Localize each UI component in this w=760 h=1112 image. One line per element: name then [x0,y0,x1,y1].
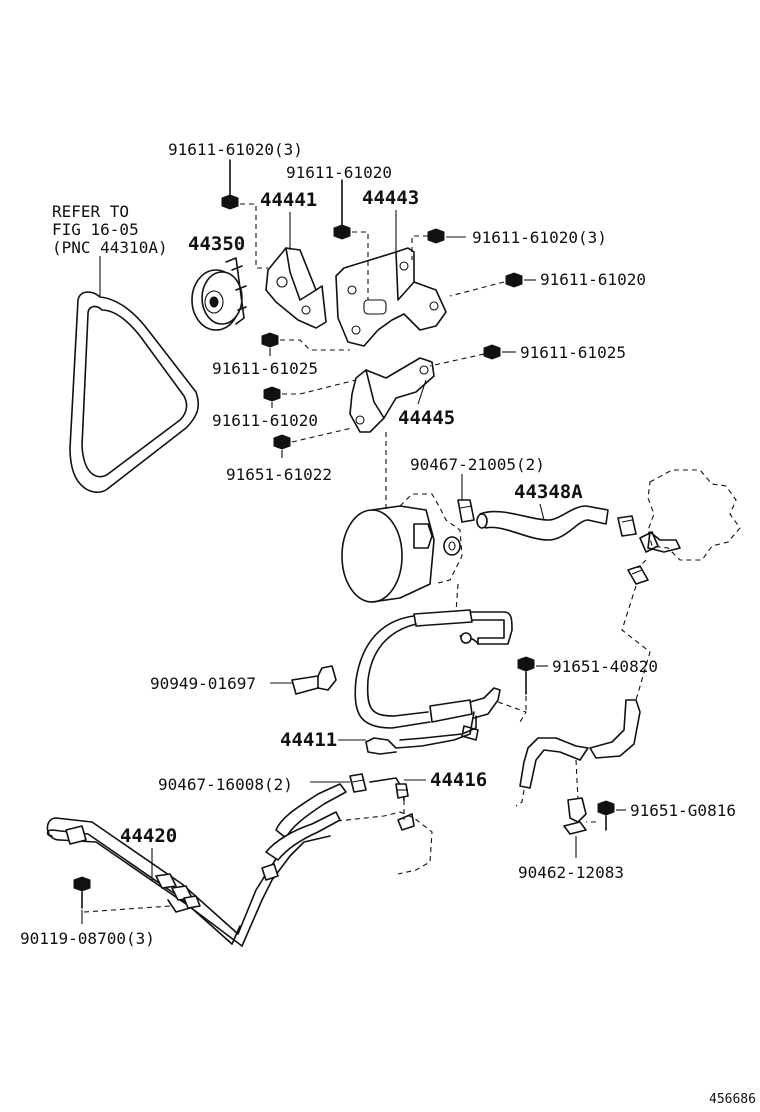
bolt-icon-j [597,800,626,831]
fitting-icon-b [397,813,415,831]
label-91611-61020-lower: 91611-61020 [212,411,318,430]
bracket-44441 [265,247,327,329]
label-44348a: 44348A [514,481,583,503]
label-91611-61020-right: 91611-61020 [540,270,646,289]
bolt-icon-g [263,386,281,408]
dash-f [429,353,485,367]
bolt-icon-b [333,179,351,240]
label-91651-40820: 91651-40820 [552,657,658,676]
dash-return-b [575,759,579,801]
reservoir-outline [639,469,741,561]
dash-e [280,339,350,351]
label-91611-61020-top-mid: 91611-61020 [286,163,392,182]
dash-h [291,427,353,443]
label-44441: 44441 [260,189,317,211]
note-line-2: FIG 16-05 [52,220,139,239]
label-91611-61025-left: 91611-61025 [212,359,318,378]
label-44350: 44350 [188,233,245,255]
label-90119-08700-3: 90119-08700(3) [20,929,155,948]
dash-k [83,905,171,913]
fitting-icon-a [443,536,461,556]
bolt-icon-a [221,159,239,210]
dash-pump-hose [455,583,459,613]
label-90949-01697: 90949-01697 [150,674,256,693]
oil-cooler-44420 [46,783,347,947]
return-hose [519,699,641,789]
hose-clip-icon [627,565,649,585]
bolt-icon-h [273,434,291,458]
label-90467-21005-2: 90467-21005(2) [410,455,545,474]
drive-belt [69,291,200,493]
dash-lower-body [327,811,433,875]
label-91611-61025-right: 91611-61025 [520,343,626,362]
bolt-icon-e [261,332,279,356]
clamp-90462-12083 [563,797,587,835]
dash-a [240,203,268,269]
label-44443: 44443 [362,187,419,209]
label-91651-61022: 91651-61022 [226,465,332,484]
label-91611-61020-3-top: 91611-61020(3) [168,140,303,159]
steering-pump [341,493,463,603]
bracket-44443 [335,247,447,347]
leader-44445 [417,379,427,405]
idler-pulley [191,257,247,331]
note-line-1: REFER TO [52,202,129,221]
dash-d [449,281,505,297]
tube-44416 [369,777,409,801]
dash-return-a [515,789,525,807]
bolt-icon-k [73,876,91,924]
dash-reservoir-a [637,559,647,569]
dash-bracket-hose [497,701,527,723]
clip-icon-a [457,499,475,523]
figure-id: 456686 [709,1092,756,1107]
dash-g [282,379,357,395]
bracket-90949-01697 [291,665,337,695]
hose-44348a [476,505,609,541]
leader-44348a [539,503,545,521]
label-91611-61020-3-right: 91611-61020(3) [472,228,607,247]
label-44445: 44445 [398,407,455,429]
bolt-icon-f [483,344,516,360]
dash-c [411,235,428,260]
pressure-hose-44411 [354,609,513,755]
label-44411: 44411 [280,729,337,751]
label-90462-12083: 90462-12083 [518,863,624,882]
bolt-icon-d [505,272,536,288]
dash-reservoir-b [621,585,651,701]
bolt-icon-c [427,228,466,244]
label-44416: 44416 [430,769,487,791]
clip-icon-c [349,773,367,793]
bolt-icon-i [517,656,548,695]
clip-icon-b [617,515,637,537]
label-44420: 44420 [120,825,177,847]
bracket-44445 [349,357,435,433]
label-90467-16008-2: 90467-16008(2) [158,775,293,794]
label-91651-g0816: 91651-G0816 [630,801,736,820]
note-line-3: (PNC 44310A) [52,238,168,257]
